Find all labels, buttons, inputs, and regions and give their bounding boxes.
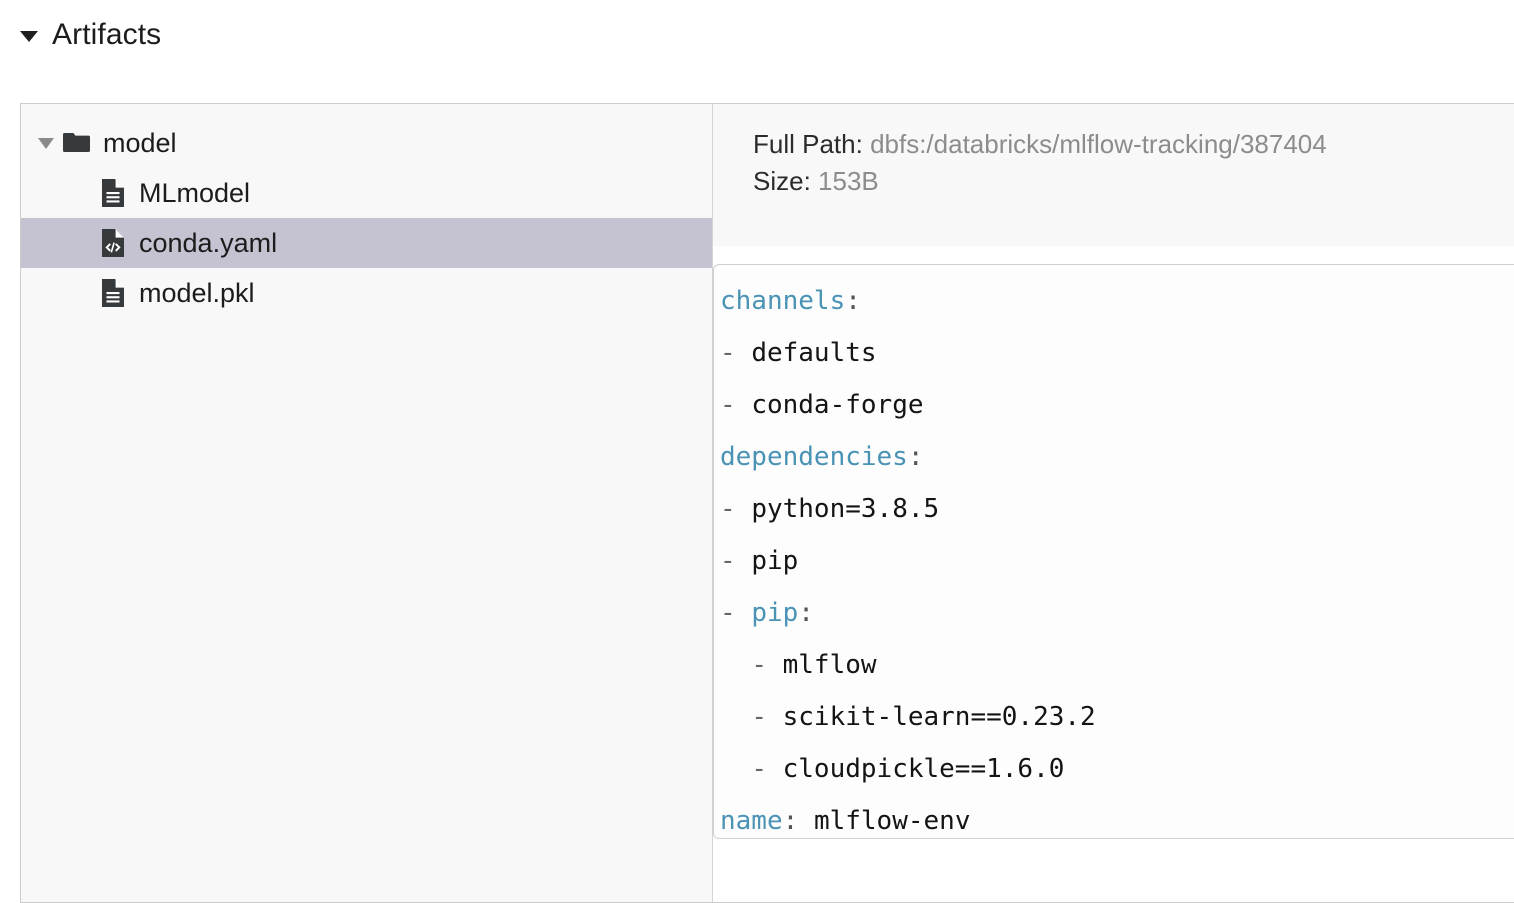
artifacts-section-header[interactable]: Artifacts [0,0,1514,52]
yaml-code: channels: - defaults - conda-forge depen… [720,286,1096,836]
tree-node-mlmodel[interactable]: MLmodel [21,168,712,218]
artifact-preview-body: channels: - defaults - conda-forge depen… [713,246,1514,902]
code-document-icon [97,228,129,258]
caret-down-icon[interactable] [20,31,38,42]
caret-down-icon[interactable] [31,137,61,149]
full-path-row: Full Path: dbfs:/databricks/mlflow-track… [753,126,1514,163]
artifact-metadata: Full Path: dbfs:/databricks/mlflow-track… [713,104,1514,246]
size-label: Size: [753,165,811,196]
size-value: 153B [818,165,879,196]
artifact-preview-pane: Full Path: dbfs:/databricks/mlflow-track… [713,104,1514,902]
full-path-value: dbfs:/databricks/mlflow-tracking/387404 [870,129,1327,159]
tree-node-label: model.pkl [139,277,255,308]
tree-node-model-pkl[interactable]: model.pkl [21,268,712,318]
tree-node-model[interactable]: model [21,118,712,168]
folder-icon [61,131,93,155]
tree-node-label: model [103,127,177,158]
tree-node-conda-yaml[interactable]: conda.yaml [21,218,712,268]
page-title: Artifacts [52,18,162,51]
tree-node-label: conda.yaml [139,227,278,258]
full-path-label: Full Path: [753,129,863,159]
document-icon [97,178,129,208]
document-icon [97,278,129,308]
tree-node-label: MLmodel [139,177,251,208]
size-row: Size: 153B [753,163,1514,200]
code-viewer[interactable]: channels: - defaults - conda-forge depen… [713,264,1514,839]
caret-down-icon [38,137,54,149]
